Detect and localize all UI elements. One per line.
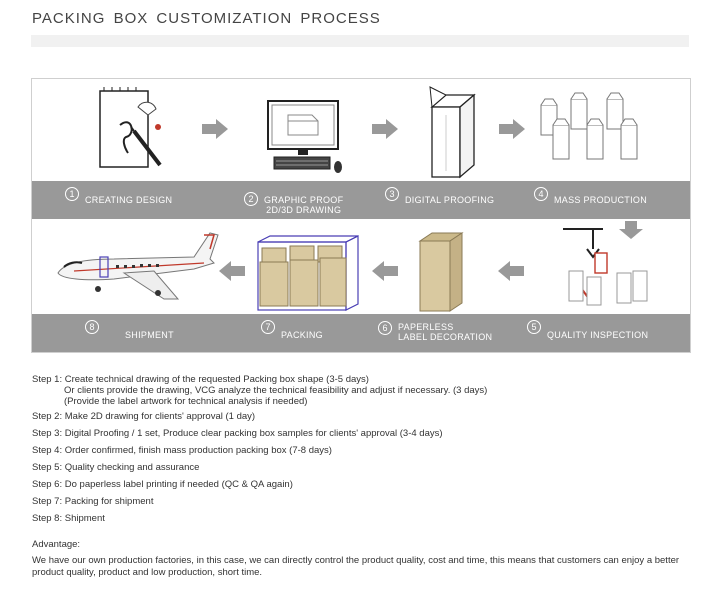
step-subtext: Or clients provide the drawing, VCG anal…	[64, 385, 488, 396]
step-3-label: DIGITAL PROOFING	[405, 195, 495, 205]
title-underline-bar	[31, 35, 689, 47]
flow-arrow-left-icon	[219, 261, 245, 281]
page-title: PACKING BOX CUSTOMIZATION PROCESS	[32, 10, 381, 27]
step-text: Shipment	[64, 513, 105, 524]
process-step-4: 4 MASS PRODUCTION	[534, 183, 647, 205]
process-panel: 1 CREATING DESIGN 2 GRAPHIC PROOF 2D/3D …	[31, 78, 691, 353]
step-5-label: QUALITY INSPECTION	[547, 330, 649, 340]
step-row-2: Step 2: Make 2D drawing for clients' app…	[32, 411, 255, 422]
step-text: Quality checking and assurance	[64, 462, 200, 473]
step-6-label-line1: PAPERLESS	[398, 322, 454, 332]
flow-arrow-right-icon	[202, 119, 228, 139]
process-step-2: 2 GRAPHIC PROOF 2D/3D DRAWING	[244, 183, 343, 215]
step-number-3: 3	[385, 187, 399, 201]
process-step-5: 5 QUALITY INSPECTION	[527, 314, 648, 340]
mass-production-boxes-icon	[540, 92, 638, 160]
step-row-5: Step 5: Quality checking and assurance	[32, 462, 199, 473]
step-2-label-line2: 2D/3D DRAWING	[266, 205, 342, 215]
step-7-label: PACKING	[281, 330, 323, 340]
step-row-6: Step 6: Do paperless label printing if n…	[32, 479, 293, 490]
step-number-8: 8	[85, 320, 99, 334]
step-text: Digital Proofing / 1 set, Produce clear …	[64, 428, 443, 439]
process-step-3: 3 DIGITAL PROOFING	[385, 183, 494, 205]
flow-arrow-down-icon	[619, 221, 643, 239]
step-row-7: Step 7: Packing for shipment	[32, 496, 153, 507]
process-band-top	[32, 181, 690, 219]
step-8-label: SHIPMENT	[125, 330, 174, 340]
design-sketch-icon	[99, 87, 162, 168]
step-text: Packing for shipment	[64, 496, 154, 507]
flow-arrow-right-icon	[372, 119, 398, 139]
step-label: Step 4:	[32, 445, 63, 456]
advantage-title: Advantage:	[32, 539, 81, 550]
step-text: Order confirmed, finish mass production …	[64, 445, 332, 456]
airplane-icon	[57, 232, 219, 300]
step-text: Do paperless label printing if needed (Q…	[64, 479, 293, 490]
step-text: Make 2D drawing for clients' approval (1…	[64, 411, 256, 422]
advantage-text: We have our own production factories, in…	[32, 555, 680, 578]
step-label: Step 8:	[32, 513, 63, 524]
flow-arrow-left-icon	[372, 261, 398, 281]
step-number-5: 5	[527, 320, 541, 334]
step-row-4: Step 4: Order confirmed, finish mass pro…	[32, 445, 332, 456]
step-label: Step 5:	[32, 462, 63, 473]
step-1-label: CREATING DESIGN	[85, 195, 173, 205]
quality-inspection-icon	[563, 228, 648, 306]
step-label: Step 2:	[32, 411, 63, 422]
step-number-4: 4	[534, 187, 548, 201]
step-subtext: (Provide the label artwork for technical…	[64, 396, 308, 407]
flow-arrow-left-icon	[498, 261, 524, 281]
step-number-6: 6	[378, 321, 392, 335]
step-row-1: Step 1: Create technical drawing of the …	[32, 374, 487, 407]
process-step-7: 7 PACKING	[261, 314, 323, 340]
step-number-1: 1	[65, 187, 79, 201]
single-box-icon	[429, 86, 476, 179]
step-label: Step 3:	[32, 428, 63, 439]
process-step-6: 6 PAPERLESS LABEL DECORATION	[378, 314, 492, 342]
step-row-8: Step 8: Shipment	[32, 513, 105, 524]
step-number-2: 2	[244, 192, 258, 206]
process-band-bottom	[32, 314, 690, 352]
step-number-7: 7	[261, 320, 275, 334]
packing-carton-icon	[257, 235, 359, 311]
step-label: Step 7:	[32, 496, 63, 507]
step-text: Create technical drawing of the requeste…	[64, 374, 369, 385]
step-row-3: Step 3: Digital Proofing / 1 set, Produc…	[32, 428, 443, 439]
kraft-box-icon	[418, 232, 464, 312]
step-label: Step 1:	[32, 374, 63, 385]
process-step-1: 1 CREATING DESIGN	[65, 183, 172, 205]
computer-drawing-icon	[267, 100, 342, 173]
step-4-label: MASS PRODUCTION	[554, 195, 648, 205]
process-step-8: 8 SHIPMENT	[85, 314, 174, 340]
step-label: Step 6:	[32, 479, 63, 490]
step-6-label-line2: LABEL DECORATION	[398, 332, 493, 342]
step-2-label-line1: GRAPHIC PROOF	[264, 195, 344, 205]
flow-arrow-right-icon	[499, 119, 525, 139]
